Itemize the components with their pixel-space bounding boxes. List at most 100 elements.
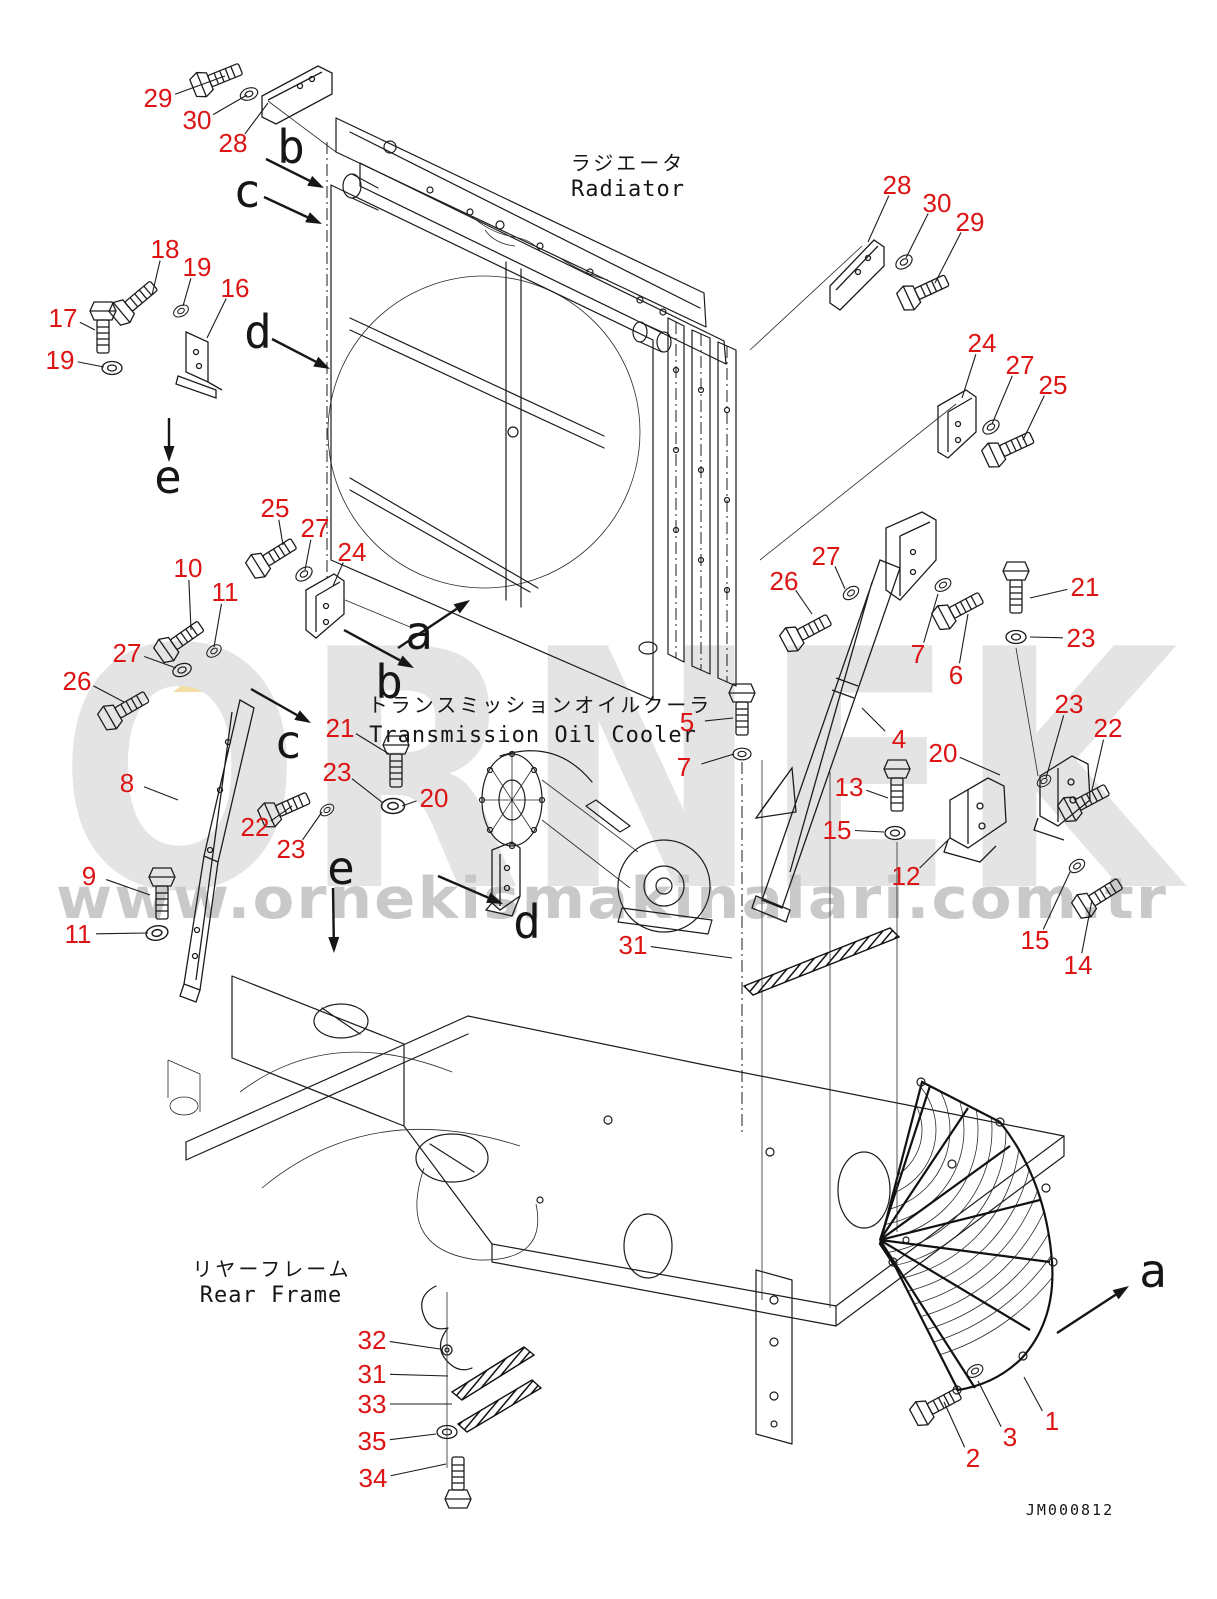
- callout-number: 22: [1094, 713, 1123, 743]
- callout-leader: [244, 102, 269, 135]
- callout-number: 27: [812, 541, 841, 571]
- figure-code: JM000812: [1026, 1501, 1114, 1519]
- rear-frame-drawing: [167, 975, 1065, 1445]
- view-arrow: [263, 195, 309, 219]
- callout-leader: [270, 805, 293, 822]
- radiator-drawing: [326, 117, 737, 701]
- oil-cooler-caption-en: Transmission Oil Cooler: [369, 723, 697, 748]
- callout-leader: [174, 75, 226, 95]
- mount-strips: [450, 927, 901, 1433]
- fan-guard-drawing: [878, 1077, 1058, 1395]
- callout-number: 27: [1006, 350, 1035, 380]
- view-arrow: [397, 607, 458, 649]
- callout-leader: [934, 232, 962, 284]
- view-arrowhead: [486, 892, 503, 904]
- callout-number: 9: [82, 861, 96, 891]
- view-arrowhead: [294, 710, 311, 723]
- callout-number: 13: [835, 772, 864, 802]
- callout-leader: [95, 932, 149, 935]
- view-arrowhead: [163, 446, 175, 462]
- watermark-accent-triangle: [173, 663, 210, 692]
- callout-number: 1: [1045, 1406, 1059, 1436]
- construction-lines: [267, 100, 1039, 1468]
- callout-leader: [1023, 1376, 1043, 1412]
- view-arrow: [343, 628, 401, 662]
- callout-number: 14: [1064, 950, 1093, 980]
- callout-number: 4: [892, 724, 906, 754]
- callout-leader: [106, 879, 151, 896]
- view-arrow: [265, 157, 311, 182]
- view-letter: d: [513, 895, 541, 949]
- callout-number: 28: [219, 128, 248, 158]
- callout-leader: [991, 375, 1013, 425]
- callout-leader: [389, 1433, 437, 1441]
- callout-leader: [866, 789, 889, 799]
- view-letter: b: [277, 120, 305, 174]
- bracket-and-fastener-parts: [89, 56, 1128, 1509]
- radiator-caption-jp: ラジエータ: [571, 151, 686, 175]
- callout-number: 18: [151, 234, 180, 264]
- callout-number: 22: [241, 812, 270, 842]
- view-arrowhead: [313, 356, 330, 369]
- view-arrowhead: [397, 655, 414, 668]
- oil-cooler-caption-jp: トランスミッションオイルクーラ: [368, 693, 713, 717]
- callout-number: 5: [680, 707, 694, 737]
- callout-leader: [389, 1341, 441, 1350]
- callout-leader: [1029, 588, 1068, 599]
- view-arrowhead: [453, 600, 470, 614]
- callout-number: 27: [301, 513, 330, 543]
- callout-number: 29: [956, 207, 985, 237]
- callout-leader: [143, 786, 179, 801]
- oil-cooler-drawing: [478, 750, 713, 935]
- callout-leader: [93, 685, 125, 703]
- callout-leader: [278, 519, 284, 546]
- callout-leader: [943, 1401, 966, 1448]
- view-arrow: [1056, 1293, 1117, 1335]
- view-arrow: [331, 887, 335, 938]
- callout-number: 24: [968, 328, 997, 358]
- callout-leader: [1045, 715, 1065, 779]
- view-arrow: [271, 337, 317, 363]
- callout-number: 29: [144, 83, 173, 113]
- callout-leader: [867, 195, 890, 243]
- callout-leader: [77, 361, 105, 368]
- callout-number: 11: [212, 577, 239, 607]
- callout-number: 30: [183, 105, 212, 135]
- view-arrowhead: [328, 936, 340, 953]
- callout-number: 23: [1067, 623, 1096, 653]
- view-letter: e: [154, 450, 182, 504]
- view-letter: d: [244, 305, 272, 359]
- callout-number: 11: [65, 919, 92, 949]
- watermark-url: www.ornekismakinalari.com.tr: [56, 866, 1168, 932]
- callout-leader: [704, 717, 734, 722]
- callout-leader: [206, 298, 227, 339]
- view-letter: a: [405, 606, 433, 660]
- callout-leader: [151, 260, 161, 296]
- callout-number: 25: [261, 493, 290, 523]
- watermark: ORNEK www.ornekismakinalari.com.tr: [56, 580, 1189, 964]
- callout-number: 10: [174, 553, 203, 583]
- callout-leader: [961, 354, 977, 399]
- callout-number: 21: [326, 713, 355, 743]
- callout-number: 12: [892, 861, 921, 891]
- callout-number: 23: [323, 757, 352, 787]
- callout-number: 25: [1039, 370, 1068, 400]
- callout-leader: [79, 321, 96, 331]
- view-letter: c: [233, 164, 261, 218]
- watermark-accent-triangle: [105, 663, 150, 692]
- callout-leader: [1091, 739, 1105, 791]
- callout-leader: [213, 603, 223, 648]
- callout-number: 19: [46, 345, 75, 375]
- callout-leader: [144, 655, 177, 669]
- callout-leader: [905, 213, 929, 259]
- callout-number: 30: [923, 188, 952, 218]
- callout-number: 35: [358, 1426, 387, 1456]
- rear-frame-caption-jp: リヤーフレーム: [192, 1257, 351, 1281]
- callout-number: 26: [770, 566, 799, 596]
- callout-number: 15: [823, 815, 852, 845]
- callout-number: 24: [338, 537, 367, 567]
- callout-leader: [389, 1373, 449, 1377]
- callout-leader: [923, 593, 939, 643]
- view-letter: e: [327, 841, 355, 895]
